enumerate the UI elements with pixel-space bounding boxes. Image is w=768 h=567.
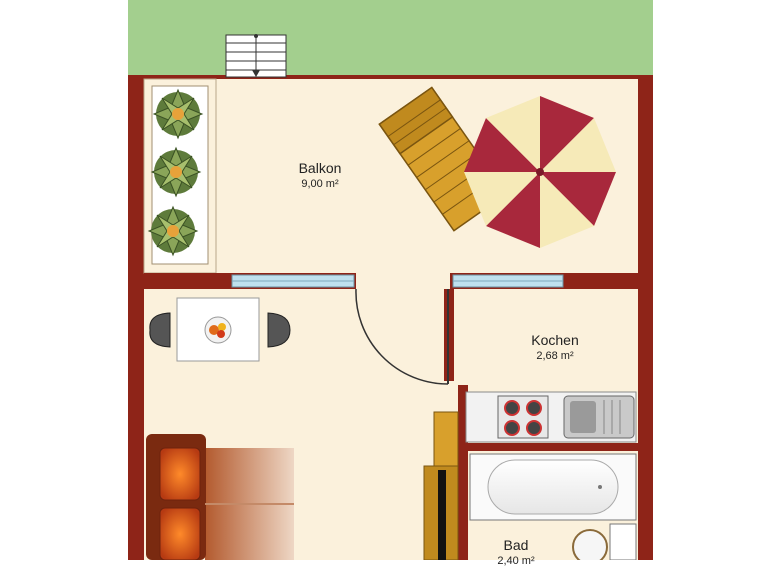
plant-icon xyxy=(152,88,204,140)
room-label-bad: Bad 2,40 m² xyxy=(466,537,566,567)
left-outer-wall xyxy=(128,76,144,560)
umbrella-icon xyxy=(464,96,616,248)
bath-wall-vertical xyxy=(458,385,468,560)
chair-icon xyxy=(149,312,171,348)
balcony-top-edge xyxy=(128,75,653,79)
sofa-icon xyxy=(146,434,294,560)
garden xyxy=(128,0,653,76)
door-swing-arc xyxy=(355,288,449,385)
toilet-icon xyxy=(572,523,637,560)
cabinet xyxy=(423,411,459,560)
room-name: Bad xyxy=(503,537,529,553)
room-name: Kochen xyxy=(531,332,579,348)
room-name: Balkon xyxy=(298,160,342,176)
plant-icon xyxy=(150,146,202,198)
room-area: 9,00 m² xyxy=(301,178,339,190)
room-label-balkon: Balkon 9,00 m² xyxy=(270,160,370,190)
bathtub-icon xyxy=(469,453,637,521)
room-label-kochen: Kochen 2,68 m² xyxy=(505,332,605,362)
room-area: 2,68 m² xyxy=(536,350,574,362)
garden-steps xyxy=(225,34,287,78)
right-outer-wall xyxy=(638,76,653,560)
plant-icon xyxy=(147,205,199,257)
kitchen-counter xyxy=(465,391,637,443)
kitchen-bath-divider xyxy=(466,443,638,451)
room-area: 2,40 m² xyxy=(497,555,535,567)
dining-table xyxy=(149,297,291,362)
chair-icon xyxy=(267,312,291,348)
balcony-door-opening xyxy=(356,273,450,289)
